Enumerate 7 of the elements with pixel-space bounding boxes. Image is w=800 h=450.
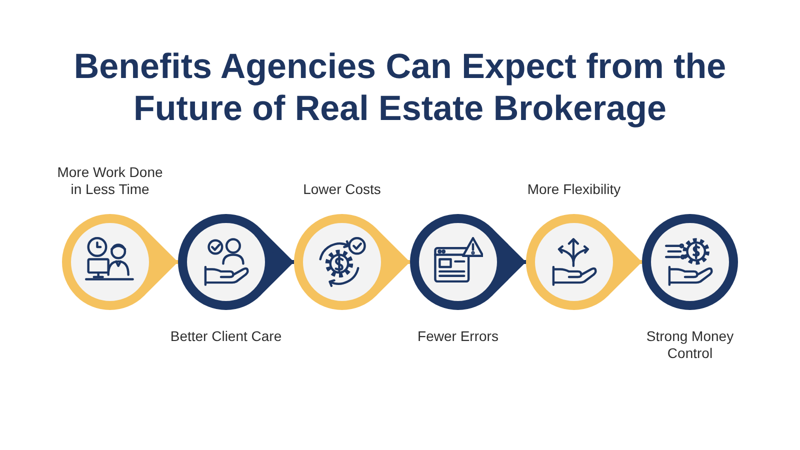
step-label: More Flexibility: [526, 181, 622, 198]
step-label: Lower Costs: [302, 181, 382, 198]
step-label: Fewer Errors: [416, 328, 500, 345]
title: Benefits Agencies Can Expect from the Future of Real Estate Brokerage: [72, 46, 728, 130]
step-label: Strong Money Control: [645, 328, 735, 362]
step-label: Better Client Care: [169, 328, 283, 345]
step-label: More Work Done in Less Time: [56, 164, 164, 198]
